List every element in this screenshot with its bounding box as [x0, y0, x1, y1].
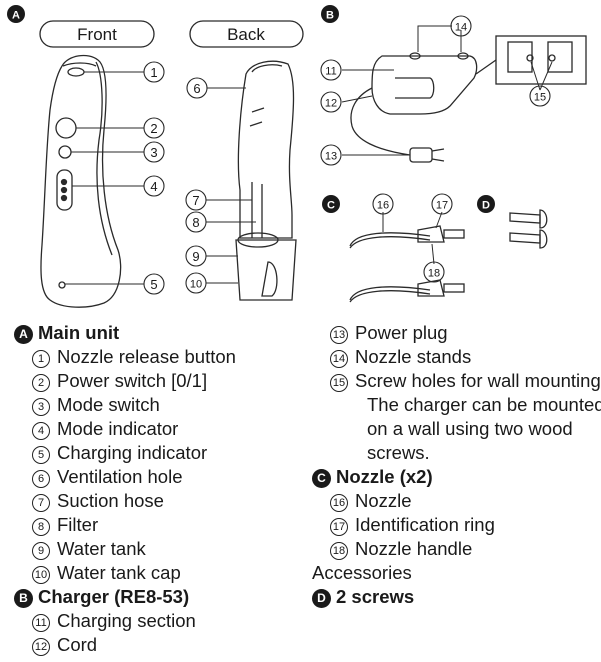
section-badge-a-legend: A — [14, 325, 33, 344]
svg-text:7: 7 — [192, 193, 199, 208]
section-badge-c: C — [322, 195, 340, 213]
back-label-box: Back — [189, 20, 304, 48]
svg-text:3: 3 — [150, 145, 157, 160]
main-unit-front-drawing — [40, 54, 122, 308]
charger-note-line: on a wall using two wood — [367, 418, 573, 439]
section-badge-b-legend: B — [14, 589, 33, 608]
svg-text:1: 1 — [150, 65, 157, 80]
svg-text:6: 6 — [193, 81, 200, 96]
main-unit-back-drawing — [235, 60, 297, 301]
svg-text:12: 12 — [325, 98, 337, 110]
charger-note-line: The charger can be mounted — [367, 394, 601, 415]
svg-text:9: 9 — [192, 249, 199, 264]
callout-numbers: 1 2 3 4 5 6 7 8 9 10 11 12 13 14 15 16 1… — [143, 15, 551, 295]
svg-text:15: 15 — [534, 92, 546, 104]
section-badge-c-legend: C — [312, 469, 331, 488]
svg-text:13: 13 — [325, 151, 337, 163]
section-badge-b: B — [321, 5, 339, 23]
svg-text:5: 5 — [150, 277, 157, 292]
svg-text:17: 17 — [436, 200, 448, 212]
svg-text:10: 10 — [190, 279, 202, 291]
svg-text:D: D — [482, 200, 490, 212]
svg-text:18: 18 — [428, 268, 440, 280]
svg-text:C: C — [327, 200, 335, 212]
screws-drawing — [509, 209, 548, 249]
leader-lines — [65, 25, 553, 285]
charger-note-line: screws. — [367, 442, 430, 463]
section-badge-a: A — [7, 5, 25, 23]
svg-text:4: 4 — [150, 179, 157, 194]
svg-text:Back: Back — [227, 25, 265, 44]
svg-text:11: 11 — [325, 66, 336, 78]
section-badge-d: D — [477, 195, 495, 213]
product-diagram: A B C D Front Back — [7, 5, 587, 308]
front-label-box: Front — [39, 20, 155, 48]
svg-text:14: 14 — [455, 22, 467, 34]
svg-text:B: B — [326, 10, 334, 22]
svg-text:Front: Front — [77, 25, 117, 44]
svg-text:8: 8 — [192, 215, 199, 230]
section-badge-d-legend: D — [312, 589, 331, 608]
accessories-heading: Accessories — [312, 562, 412, 583]
svg-text:A: A — [12, 10, 20, 22]
charger-drawing — [350, 35, 587, 163]
svg-text:2: 2 — [150, 121, 157, 136]
svg-text:16: 16 — [377, 200, 389, 212]
nozzle-drawing — [349, 225, 465, 303]
